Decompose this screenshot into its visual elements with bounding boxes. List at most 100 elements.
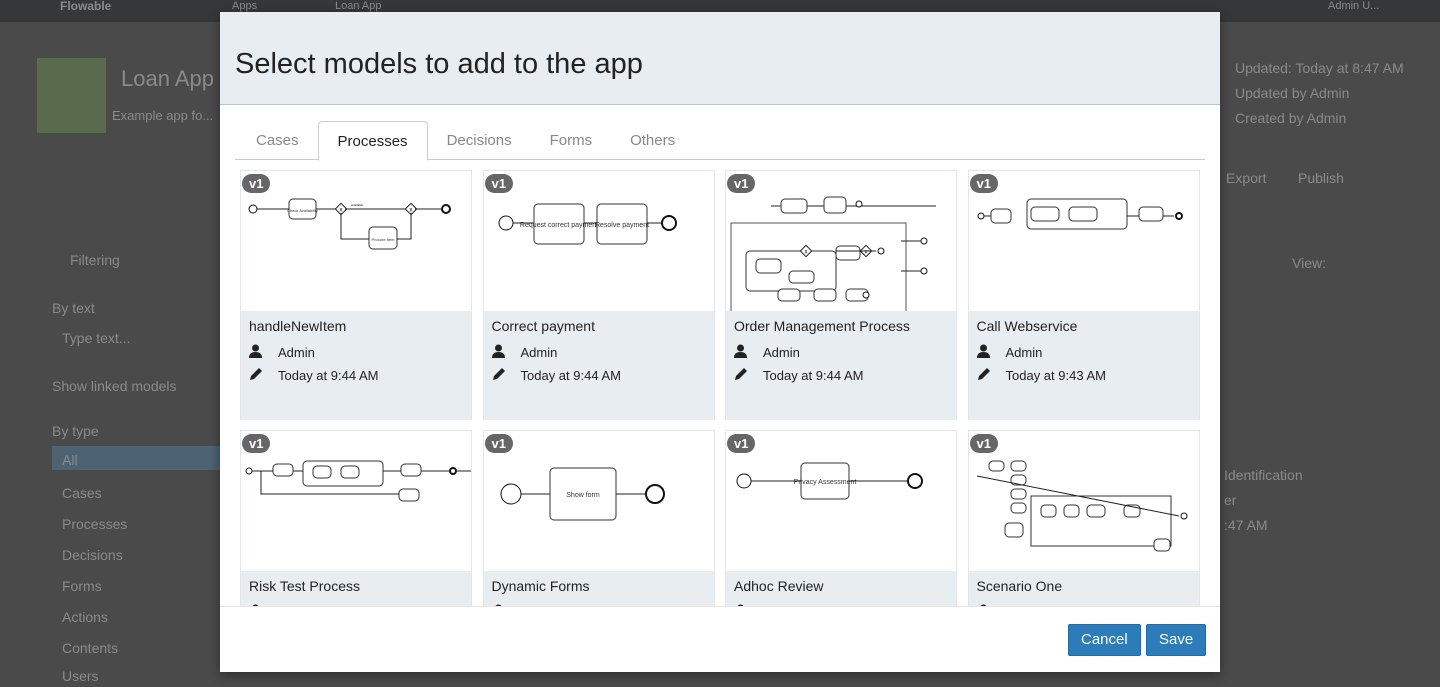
pencil-icon: [734, 367, 763, 384]
model-snippet: :47 AM: [1224, 517, 1268, 533]
bpmn-diagram: Privacy Assessment: [736, 462, 923, 500]
dialog-title: Select models to add to the app: [235, 48, 643, 80]
model-name: Risk Test Process: [249, 578, 360, 594]
user-icon: [977, 604, 1006, 606]
publish-button[interactable]: Publish: [1298, 170, 1344, 186]
type-cases[interactable]: Cases: [62, 485, 102, 501]
version-badge: v1: [727, 174, 756, 193]
version-badge: v1: [969, 174, 998, 193]
filtering-heading: Filtering: [70, 252, 120, 268]
model-info: handleNewItem Admin Today at 9:44 AM: [241, 311, 471, 420]
save-button[interactable]: Save: [1146, 624, 1207, 656]
by-text-label: By text: [52, 300, 95, 316]
model-info: Scenario One Admin: [968, 571, 1199, 606]
model-name: Dynamic Forms: [491, 578, 590, 594]
model-owner: Admin: [278, 605, 315, 606]
model-owner: Admin: [763, 605, 800, 606]
model-card[interactable]: v1 Scenario One Admin: [967, 430, 1200, 606]
select-models-dialog: Select models to add to the app Cases Pr…: [220, 12, 1220, 672]
version-badge: v1: [242, 174, 271, 193]
version-badge: v1: [727, 434, 756, 453]
bpmn-diagram: [245, 460, 471, 502]
pencil-icon: [492, 367, 521, 384]
model-name: Call Webservice: [976, 318, 1078, 334]
cancel-button[interactable]: Cancel: [1068, 624, 1141, 656]
dialog-footer: Cancel Save: [220, 606, 1220, 672]
pencil-icon: [249, 367, 278, 384]
svg-text:x: x: [865, 250, 868, 256]
bpmn-diagram: Show form: [500, 467, 665, 521]
user-icon: [734, 344, 763, 361]
model-owner: Admin: [1006, 605, 1043, 606]
model-card[interactable]: v1 Risk Test Process Admin: [240, 430, 472, 606]
updated-text: Updated: Today at 8:47 AM: [1235, 60, 1404, 76]
model-name: Scenario One: [976, 578, 1063, 594]
user-icon: [249, 344, 278, 361]
model-info: Call Webservice Admin Today at 9:43 AM: [968, 311, 1199, 420]
model-owner: Admin: [1005, 345, 1043, 360]
type-decisions[interactable]: Decisions: [62, 547, 123, 563]
bpmn-diagram: [976, 460, 1187, 552]
tab-cases[interactable]: Cases: [256, 132, 299, 149]
type-all[interactable]: All: [62, 452, 78, 468]
app-title: Loan App: [121, 66, 214, 91]
type-actions[interactable]: Actions: [62, 609, 108, 625]
svg-text:Available: Available: [351, 203, 363, 207]
svg-text:x: x: [340, 208, 343, 214]
model-info: Dynamic Forms Admin: [483, 571, 714, 606]
user-icon: [249, 604, 278, 606]
model-info: Correct payment Admin Today at 9:44 AM: [483, 311, 714, 420]
view-label: View:: [1292, 255, 1326, 271]
tab-processes[interactable]: Processes: [317, 121, 428, 161]
svg-text:Show form: Show form: [566, 492, 600, 499]
filter-text-input[interactable]: Type text...: [62, 330, 131, 346]
updated-by: Updated by Admin: [1235, 85, 1350, 101]
nav-apps[interactable]: Apps: [232, 0, 258, 12]
svg-text:Resolve payment: Resolve payment: [594, 222, 648, 229]
show-linked-checkbox[interactable]: Show linked models: [52, 378, 177, 394]
model-name: Adhoc Review: [734, 578, 824, 594]
user-icon: [491, 344, 521, 361]
svg-text:Procure Item: Procure Item: [372, 237, 396, 242]
svg-text:Check Availability: Check Availability: [287, 208, 318, 213]
created-by: Created by Admin: [1235, 110, 1347, 126]
nav-loan-app[interactable]: Loan App: [335, 0, 382, 12]
tab-others[interactable]: Others: [630, 132, 676, 149]
model-name: handleNewItem: [249, 318, 347, 334]
type-contents[interactable]: Contents: [62, 640, 119, 656]
type-users[interactable]: Users: [62, 668, 99, 684]
user-icon: [492, 604, 521, 606]
model-name: Correct payment: [491, 318, 595, 334]
tab-decisions[interactable]: Decisions: [446, 132, 512, 149]
model-owner: Admin: [520, 345, 558, 360]
type-processes[interactable]: Processes: [62, 516, 128, 532]
tab-forms[interactable]: Forms: [549, 132, 593, 149]
model-name: Order Management Process: [734, 318, 910, 334]
user-menu[interactable]: Admin U...: [1328, 0, 1380, 12]
bpmn-diagram: [977, 198, 1183, 230]
app-icon: [37, 58, 106, 133]
model-owner: Admin: [521, 605, 558, 606]
brand-logo: Flowable: [60, 0, 112, 13]
by-type-label: By type: [52, 423, 99, 439]
export-button[interactable]: Export: [1226, 170, 1267, 186]
model-snippet: er: [1224, 492, 1237, 508]
model-card[interactable]: v1 Call Webservice Admin Today at 9:43 A…: [967, 170, 1200, 420]
type-forms[interactable]: Forms: [62, 578, 102, 594]
model-owner: Admin: [278, 345, 315, 360]
version-badge: v1: [969, 434, 998, 453]
model-owner: Admin: [763, 345, 800, 360]
